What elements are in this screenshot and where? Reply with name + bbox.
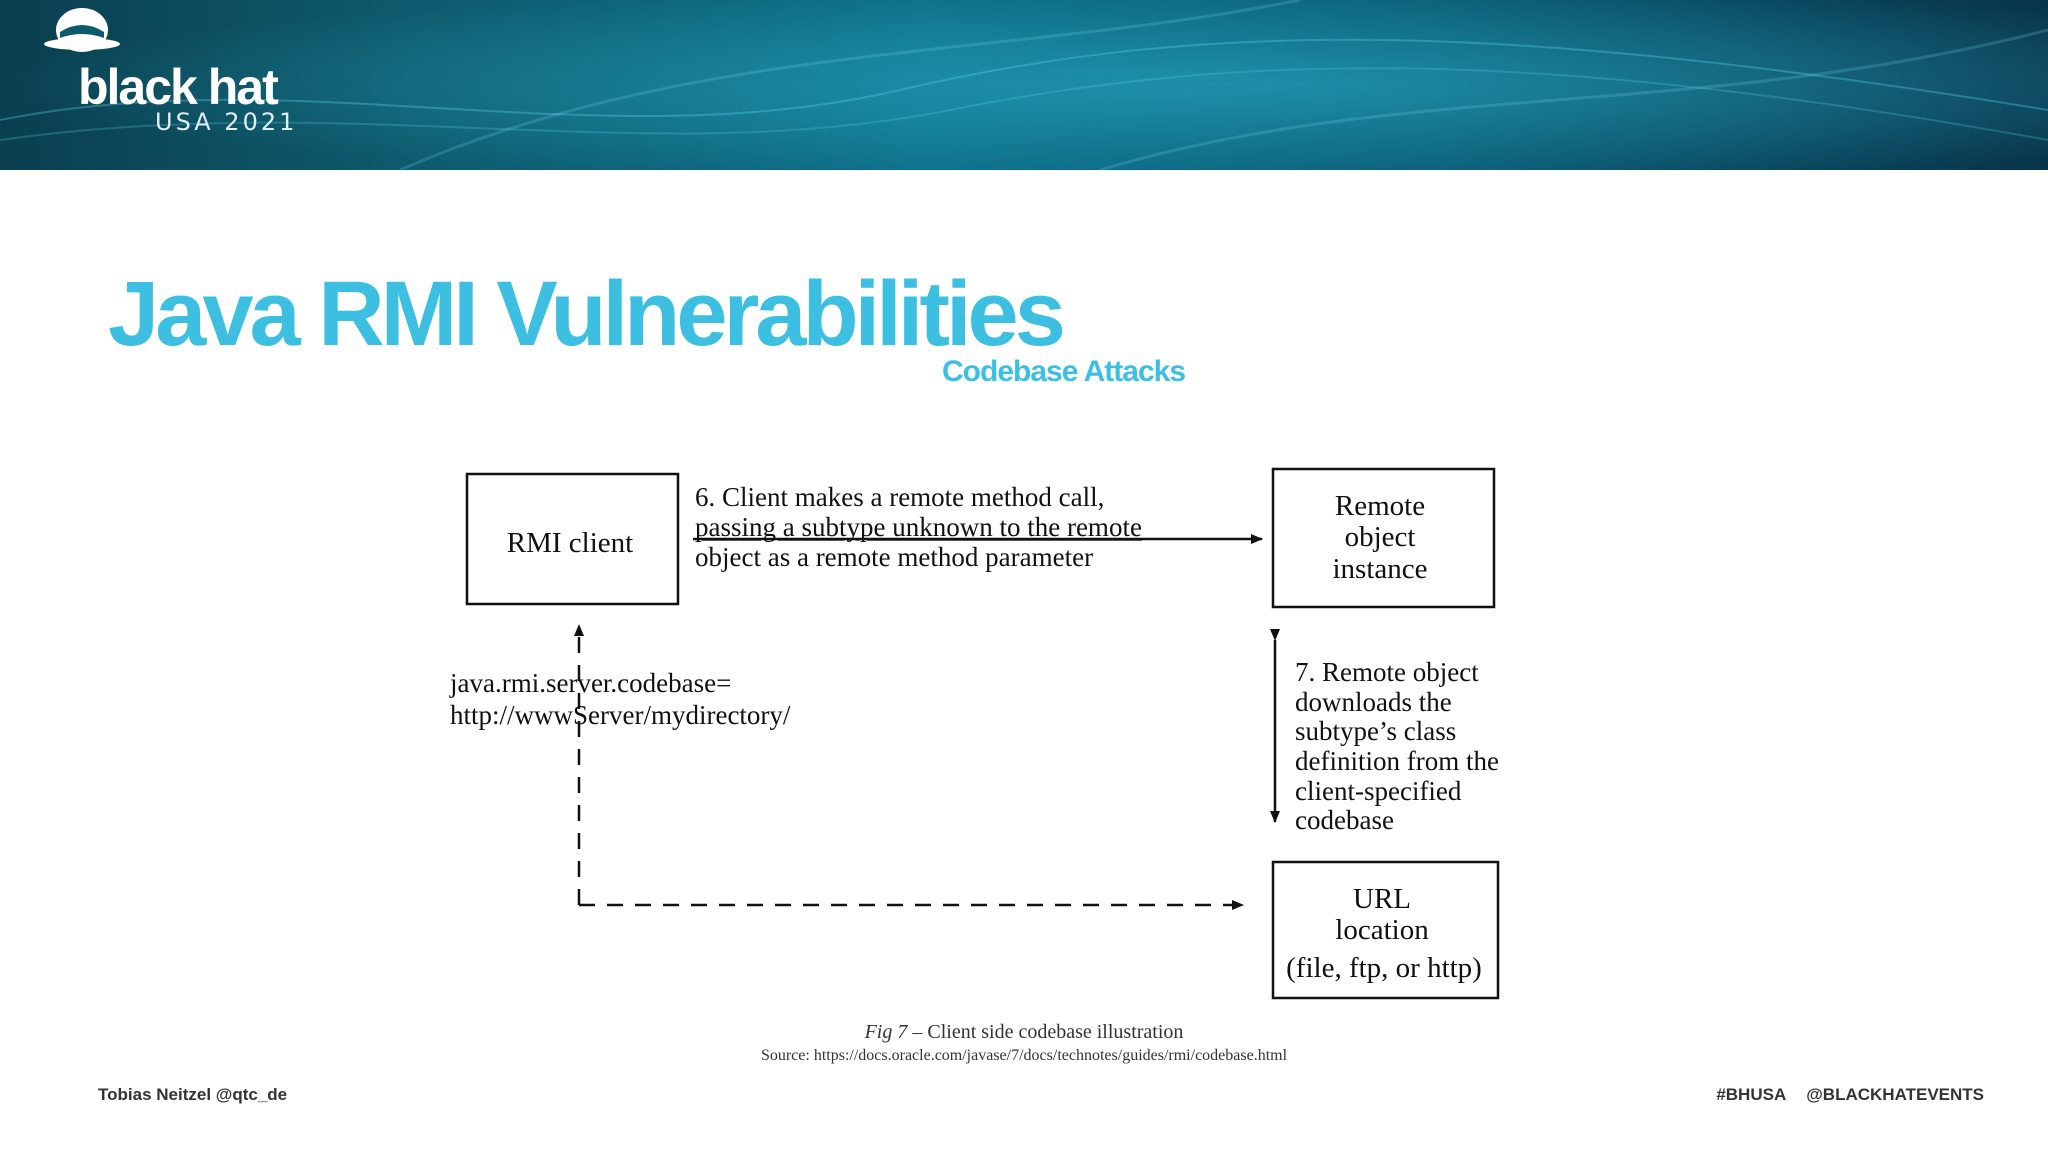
footer-hashtag: #BHUSA — [1716, 1085, 1787, 1104]
step6-text-2: passing a subtype unknown to the remote — [695, 512, 1142, 542]
figure-caption: Fig 7 – Client side codebase illustratio… — [0, 1022, 2048, 1042]
logo-event-text: USA 2021 — [155, 108, 298, 136]
remote-object-label-1: Remote — [1335, 490, 1425, 522]
step6-text-3: object as a remote method parameter — [695, 542, 1093, 572]
figure-label: Fig 7 — [864, 1021, 908, 1043]
footer-tags: #BHUSA @BLACKHATEVENTS — [1716, 1086, 1984, 1103]
page-subtitle: Codebase Attacks — [942, 355, 1186, 388]
step7-text-1: 7. Remote object — [1295, 657, 1479, 687]
footer-handle: @BLACKHATEVENTS — [1806, 1085, 1984, 1104]
codebase-property-text-1: java.rmi.server.codebase= — [449, 668, 731, 698]
rmi-client-label: RMI client — [507, 527, 633, 559]
step7-text-4: definition from the — [1295, 746, 1499, 776]
url-location-label-1: URL — [1353, 883, 1411, 915]
step7-text-3: subtype’s class — [1295, 716, 1456, 746]
step7-text-2: downloads the — [1295, 687, 1452, 717]
url-location-label-2: location — [1335, 914, 1429, 946]
url-location-label-3: (file, ftp, or http) — [1286, 952, 1482, 984]
page-title: Java RMI Vulnerabilities — [108, 263, 1066, 365]
rmi-client-box — [465, 472, 680, 606]
header-banner: black hat USA 2021 — [0, 0, 2048, 170]
remote-object-box — [1271, 467, 1496, 609]
step6-text-1: 6. Client makes a remote method call, — [695, 482, 1104, 512]
codebase-property-text-2: http://wwwServer/mydirectory/ — [450, 700, 791, 730]
banner-wave-pattern — [0, 0, 2048, 170]
remote-object-label-2: object — [1345, 521, 1416, 553]
step7-text-6: codebase — [1295, 805, 1394, 835]
footer-author: Tobias Neitzel @qtc_de — [98, 1085, 288, 1104]
figure-caption-text: – Client side codebase illustration — [907, 1021, 1184, 1043]
remote-object-label-3: instance — [1332, 553, 1427, 585]
logo-brand-text: black hat — [78, 59, 279, 115]
step7-text-5: client-specified — [1295, 776, 1462, 806]
black-hat-spy-icon — [44, 8, 120, 52]
url-location-box — [1271, 860, 1500, 1000]
figure-source: Source: https://docs.oracle.com/javase/7… — [760, 1047, 1288, 1064]
